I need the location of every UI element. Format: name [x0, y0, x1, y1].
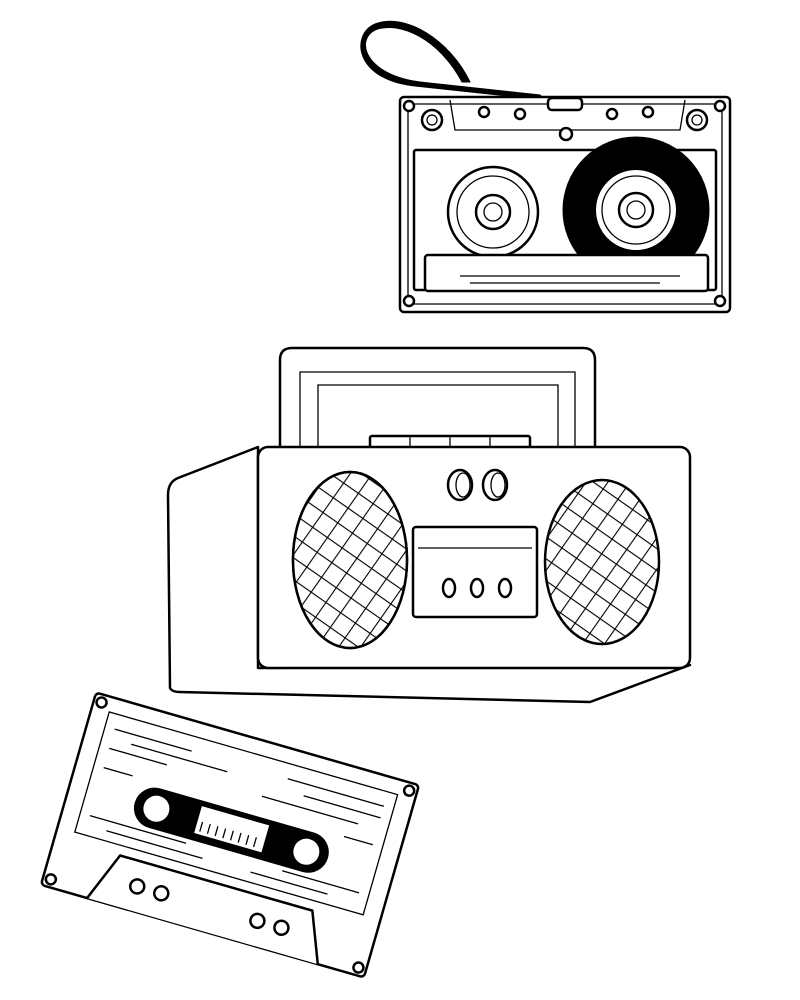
- handle: [278, 346, 597, 450]
- cassette-tape-bottom: [40, 692, 420, 978]
- label-strip: [423, 253, 710, 293]
- top-holes: [420, 105, 709, 132]
- screws: [402, 99, 727, 308]
- boombox: [166, 346, 692, 704]
- loose-tape: [360, 20, 547, 101]
- right-speaker: [543, 478, 661, 646]
- knobs: [446, 468, 509, 502]
- cassette-tape-top: [360, 20, 732, 314]
- side-panel: [166, 445, 692, 704]
- left-speaker: [291, 470, 409, 650]
- cassette-deck: [411, 525, 539, 619]
